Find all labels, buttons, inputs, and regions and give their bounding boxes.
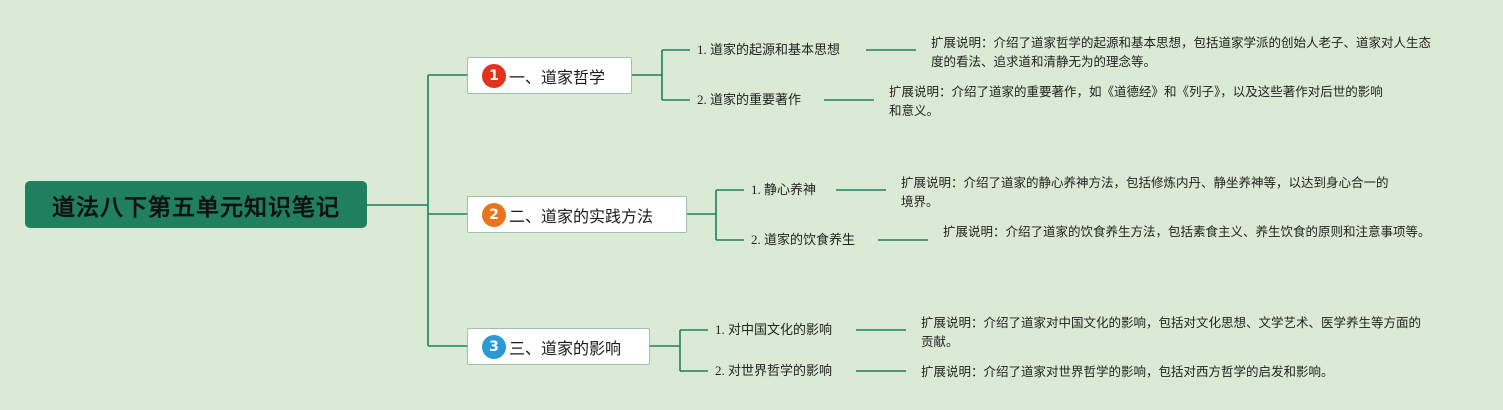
subtopic-1-1[interactable]: 1. 道家的起源和基本思想	[697, 42, 841, 57]
subtopic-2-2[interactable]: 2. 道家的饮食养生	[751, 232, 856, 247]
root-topic[interactable]: 道法八下第五单元知识笔记	[25, 181, 367, 228]
root-title: 道法八下第五单元知识笔记	[52, 194, 340, 221]
subtopic-3-1[interactable]: 1. 对中国文化的影响	[715, 322, 833, 337]
note-3-2: 扩展说明：介绍了道家对世界哲学的影响，包括对西方哲学的启发和影响。	[921, 364, 1334, 379]
note-1-2: 扩展说明：介绍了道家的重要著作，如《道德经》和《列子》，以及这些著作对后世的影响…	[889, 84, 1383, 118]
branch-topic-2[interactable]: 2 二、道家的实践方法	[467, 196, 687, 233]
note-1-1: 扩展说明：介绍了道家哲学的起源和基本思想，包括道家学派的创始人老子、道家对人生态…	[931, 35, 1432, 69]
subtopic-1-2[interactable]: 2. 道家的重要著作	[697, 92, 802, 107]
branch-label: 二、道家的实践方法	[509, 206, 654, 226]
number-2-badge-icon: 2	[482, 202, 506, 227]
note-2-1: 扩展说明：介绍了道家的静心养神方法，包括修炼内丹、静坐养神等，以达到身心合一的境…	[901, 175, 1389, 209]
branch-label: 三、道家的影响	[509, 338, 622, 358]
branch-topic-1[interactable]: 1 一、道家哲学	[467, 57, 632, 94]
number-3-badge-icon: 3	[482, 334, 506, 359]
number-1-badge-icon: 1	[482, 63, 506, 88]
note-3-1: 扩展说明：介绍了道家对中国文化的影响，包括对文化思想、文学艺术、医学养生等方面的…	[921, 315, 1422, 349]
branch-topic-3[interactable]: 3 三、道家的影响	[467, 328, 650, 365]
subtopic-3-2[interactable]: 2. 对世界哲学的影响	[715, 363, 833, 378]
note-2-2: 扩展说明：介绍了道家的饮食养生方法，包括素食主义、养生饮食的原则和注意事项等。	[943, 224, 1431, 239]
branch-label: 一、道家哲学	[509, 67, 606, 87]
subtopic-2-1[interactable]: 1. 静心养神	[751, 182, 817, 197]
